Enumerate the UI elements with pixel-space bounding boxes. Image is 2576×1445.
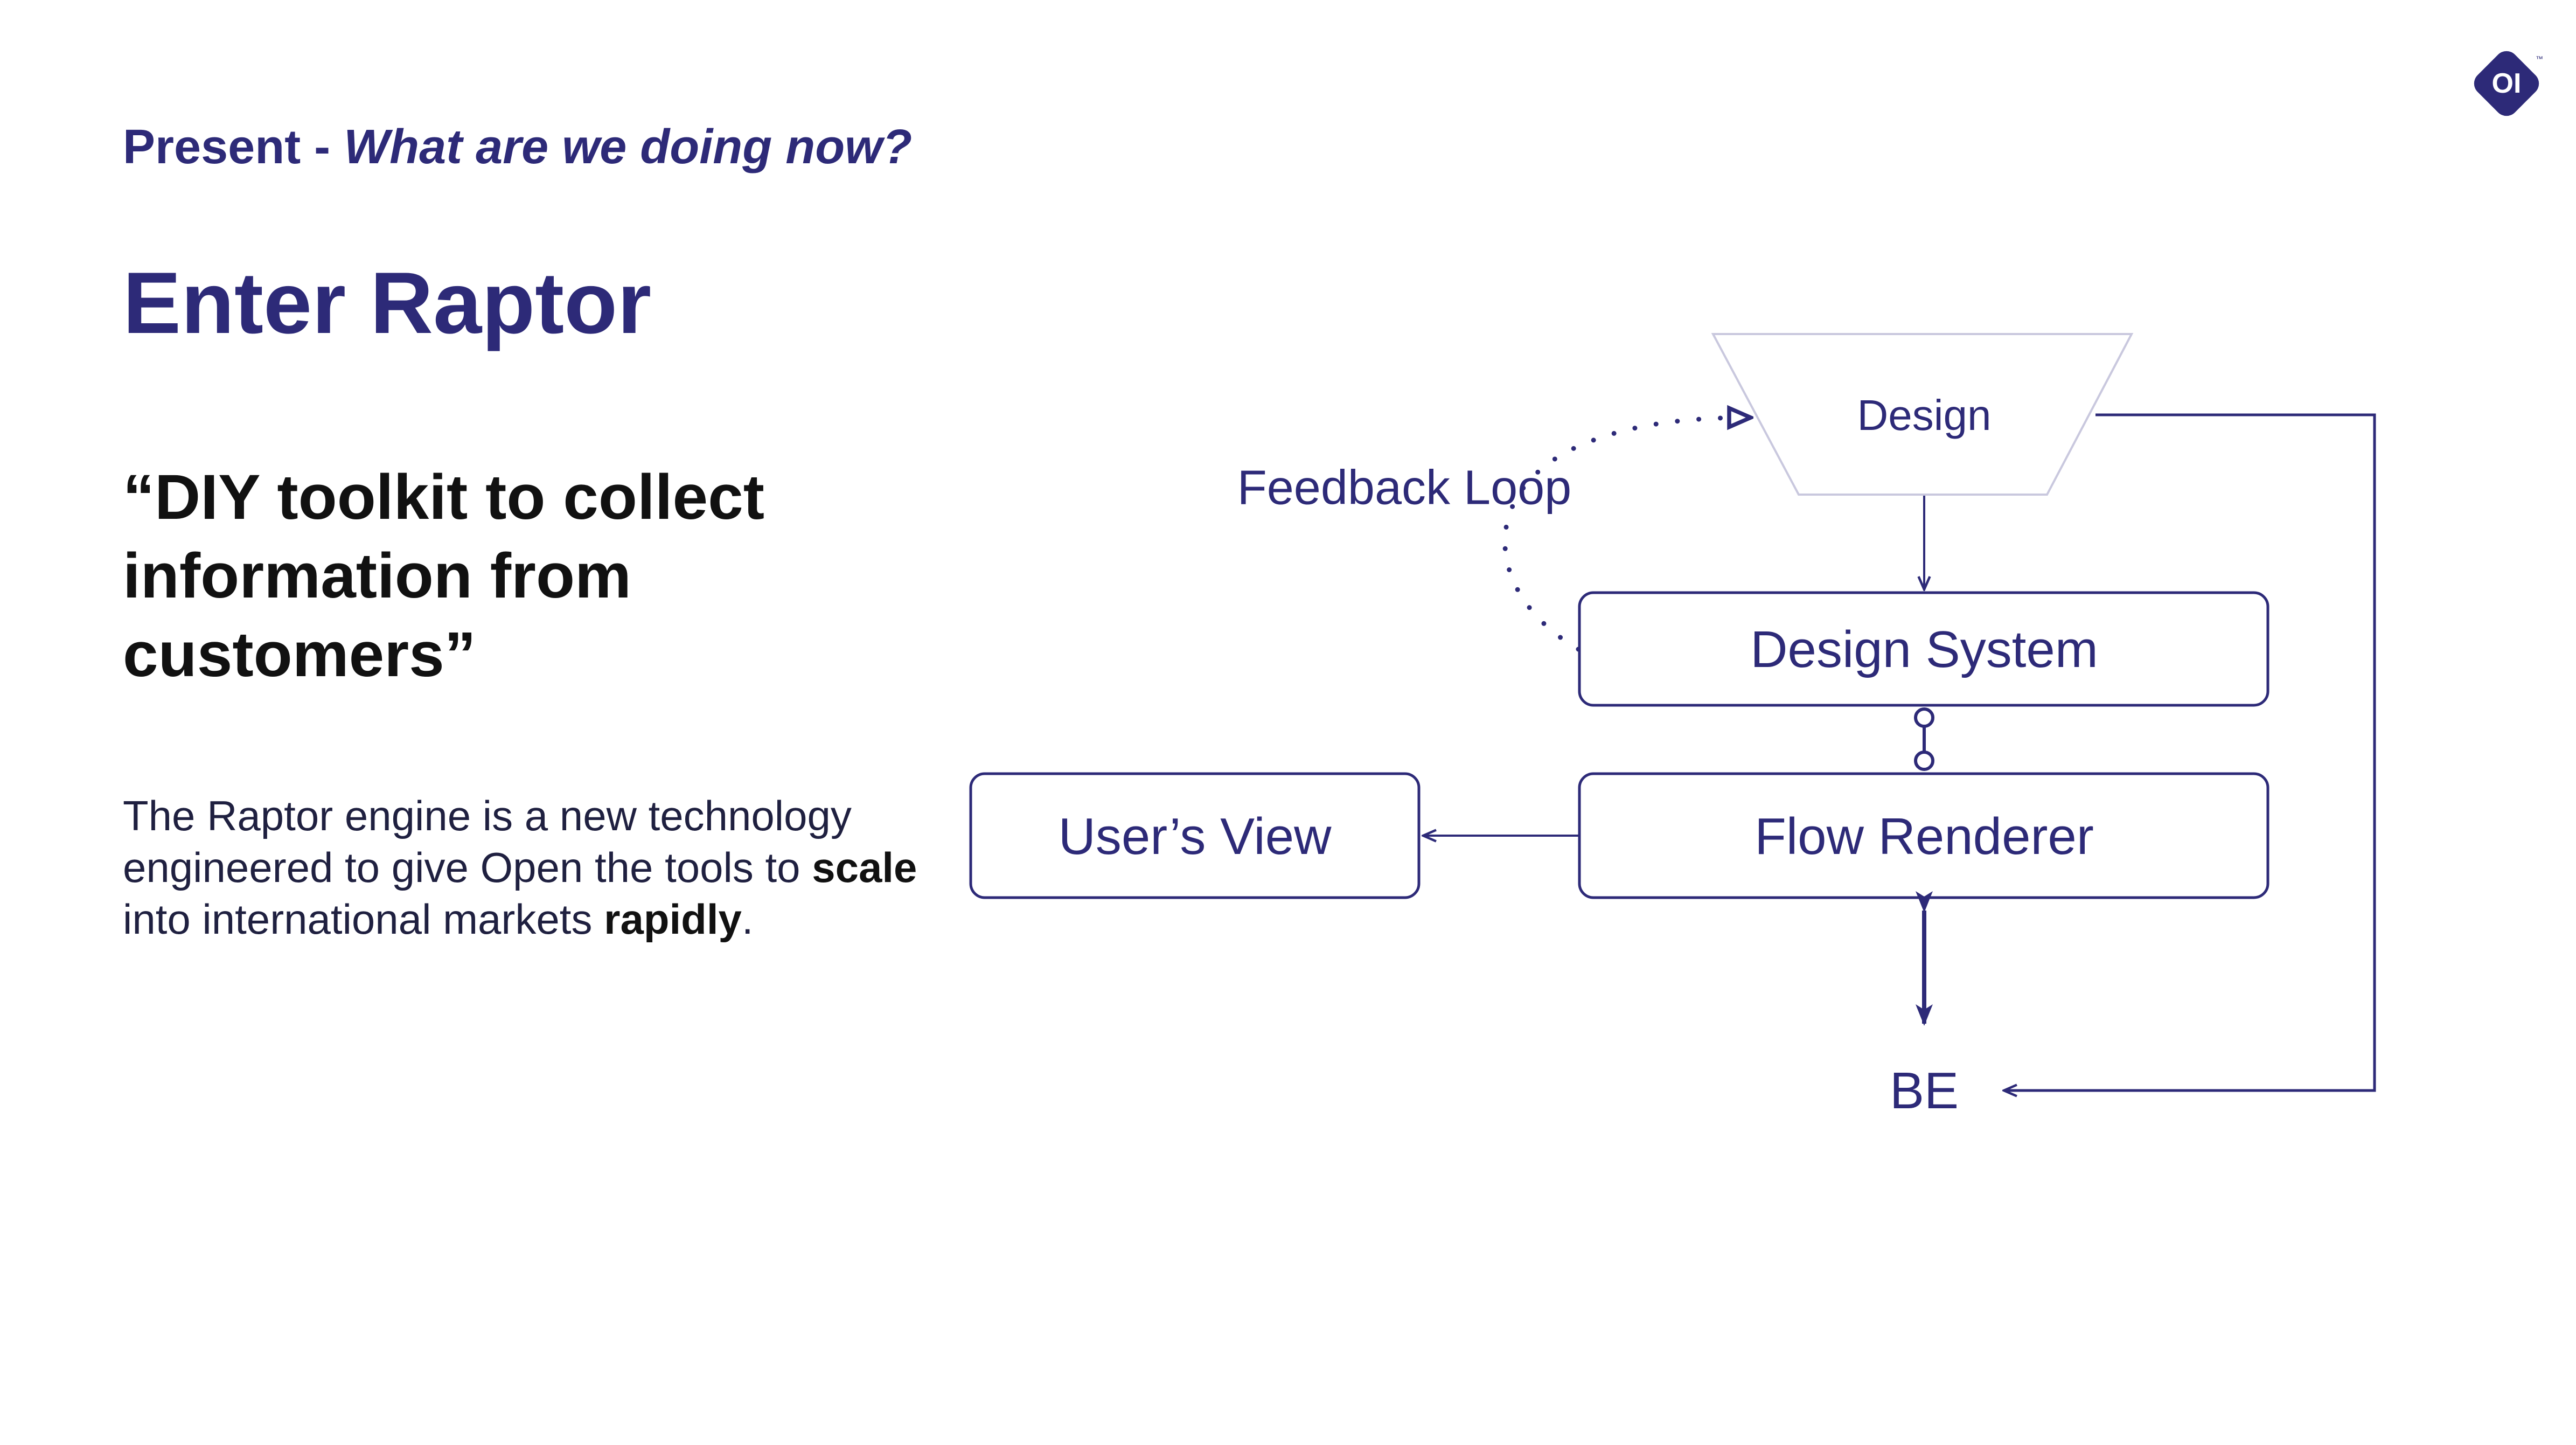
flow-renderer-node-label: Flow Renderer [1755, 808, 2094, 865]
link-top-joint [1914, 707, 1934, 728]
design-node-label: Design [1857, 391, 1992, 439]
quote-text: “DIY toolkit to collect information from… [123, 462, 765, 690]
body-text-1: The Raptor engine is a new technology en… [123, 792, 852, 891]
users-view-node-label: User’s View [1058, 808, 1332, 865]
slide-subtitle: Present - What are we doing now? [123, 120, 912, 175]
design-to-be-arrow [2004, 413, 2376, 1090]
subtitle-question: What are we doing now? [344, 120, 913, 174]
logo-text: OI [2492, 68, 2522, 99]
be-node-label: BE [1889, 1062, 1959, 1120]
feedback-loop-label: Feedback Loop [1237, 461, 1572, 515]
body-bold-scale: scale [812, 844, 917, 891]
open-logo-icon: OI ™ [2474, 51, 2543, 116]
logo-diamond [2474, 51, 2539, 116]
subtitle-section: Present - [123, 120, 344, 174]
body-text-2: into international markets [123, 895, 604, 943]
body-paragraph: The Raptor engine is a new technology en… [123, 790, 942, 945]
design-system-node-label: Design System [1750, 621, 2098, 678]
design-node-shape [1711, 333, 2134, 496]
link-bottom-joint [1914, 751, 1934, 771]
feedback-loop-arrow [1502, 418, 1751, 652]
users-view-node-shape [969, 772, 1421, 899]
logo-trademark: ™ [2536, 54, 2543, 63]
body-bold-rapidly: rapidly [604, 895, 742, 943]
slide-title: Enter Raptor [123, 254, 652, 352]
body-text-3: . [741, 895, 754, 943]
